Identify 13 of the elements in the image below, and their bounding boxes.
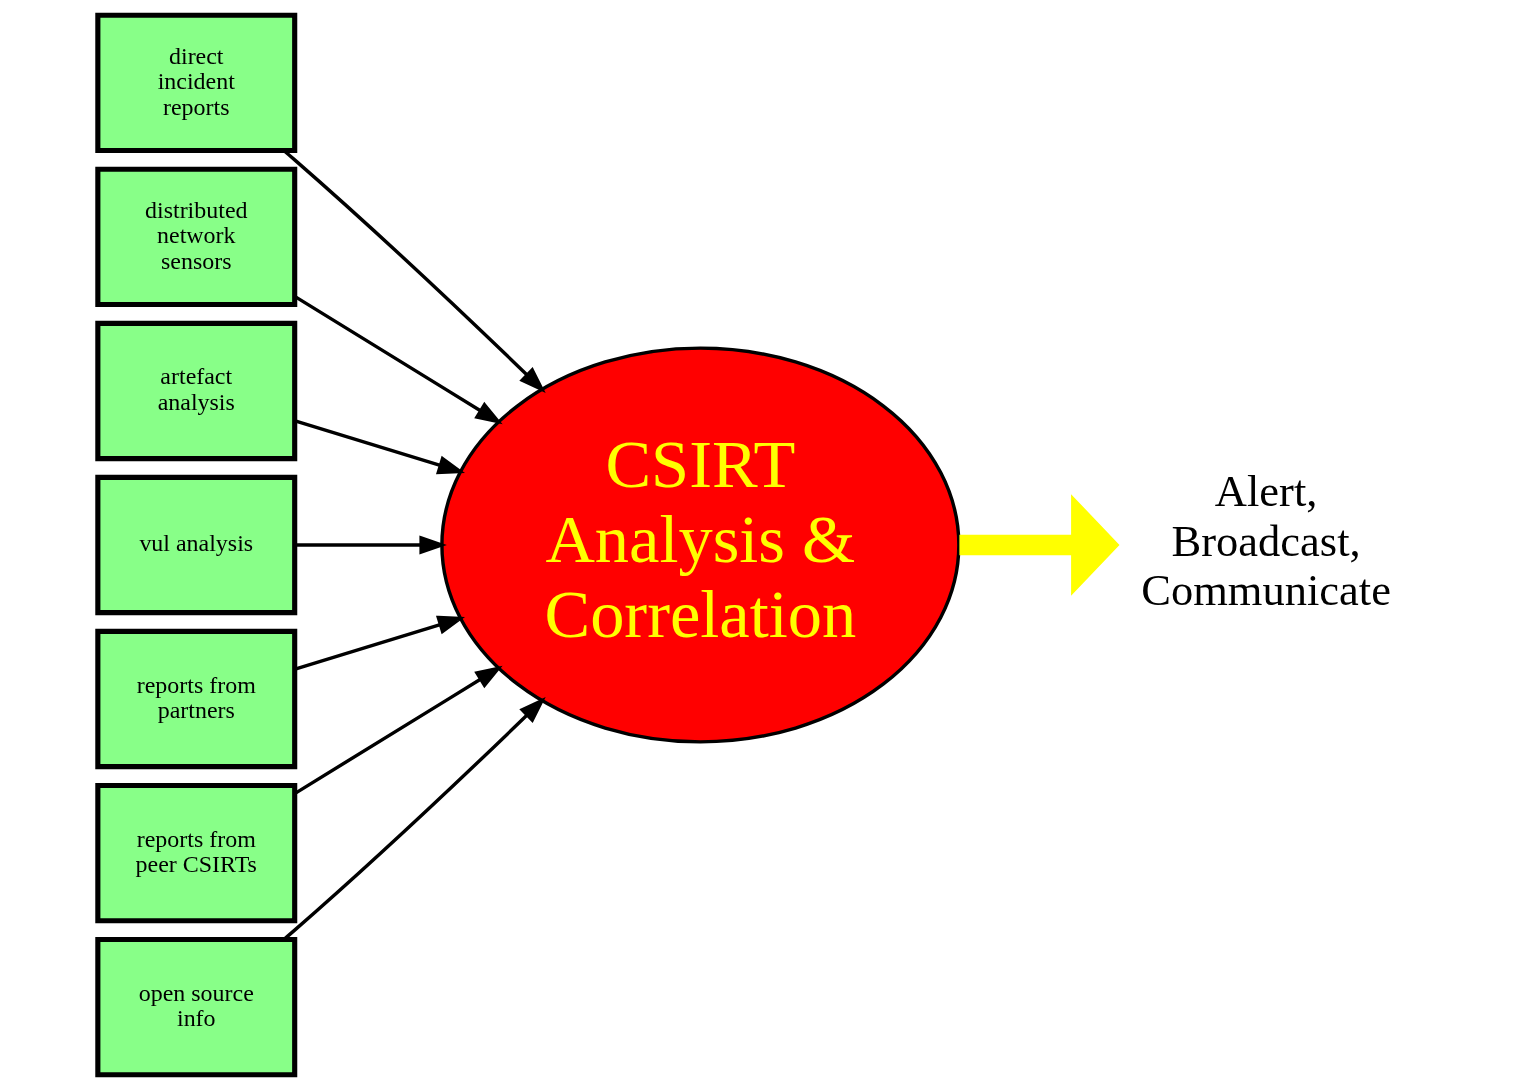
- node-box: open source info: [94, 936, 297, 1078]
- node-box: reports from peer CSIRTs: [94, 782, 297, 924]
- arrow: [294, 535, 447, 555]
- node-box: reports from partners: [94, 628, 297, 770]
- arrow: [294, 419, 465, 475]
- node-box: direct incident reports: [94, 12, 297, 153]
- node-box: vul analysis: [94, 474, 297, 616]
- node-box: distributed network sensors: [94, 166, 297, 308]
- arrow: [294, 615, 465, 671]
- arrow: [958, 494, 1119, 596]
- node-box: artefact analysis: [94, 320, 297, 462]
- node-text: Alert, Broadcast, Communicate: [1140, 466, 1391, 616]
- node-ellipse: CSIRT Analysis & Correlation: [439, 346, 961, 744]
